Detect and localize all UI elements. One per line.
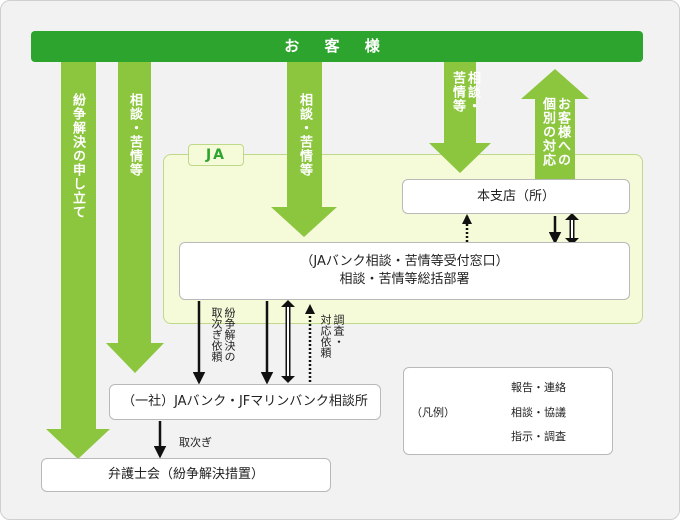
consult-left-text: 相談・苦情等 — [127, 93, 142, 177]
bar-association-label: 弁護士会（紛争解決措置） — [107, 467, 264, 482]
branch-box: 本支店（所） — [402, 179, 630, 214]
consult-right-text: 相談・ 苦情等 — [450, 71, 480, 113]
ja-window-box: （JAバンク相談・苦情等受付窓口） 相談・苦情等総括部署 — [179, 242, 630, 300]
dispute-filing-text: 紛争解決の申し立て — [70, 93, 85, 219]
ja-window-line2: 相談・苦情等総括部署 — [339, 272, 470, 287]
ja-label: JA — [188, 144, 244, 166]
individual-response-arrow — [521, 69, 589, 179]
bar-association-box: 弁護士会（紛争解決措置） — [41, 458, 331, 492]
consult-arrow-association — [281, 300, 295, 383]
consult-center-text: 相談・苦情等 — [297, 93, 312, 177]
ja-window-line1: （JAバンク相談・苦情等受付窓口） — [300, 254, 509, 269]
association-box: （一社）JAバンク・JFマリンバンク相談所 — [109, 384, 381, 420]
forwarding-label: 取次ぎ — [179, 436, 212, 449]
individual-response-text: お客様への 個別の対応 — [540, 97, 570, 167]
branch-label: 本支店（所） — [476, 188, 555, 204]
legend-title: （凡例） — [411, 406, 455, 419]
investigation-request-label: 調査・ 対応依頼 — [319, 314, 345, 358]
customer-bar: お 客 様 — [31, 31, 643, 62]
dispute-request-label: 紛争解決の 取次ぎ依頼 — [210, 307, 236, 362]
legend-report-label: 報告・連絡 — [511, 381, 566, 394]
consult-arrow-left — [106, 62, 164, 373]
consult-arrow-center — [271, 62, 337, 237]
consult-arrow-branch — [565, 213, 579, 245]
legend-instruct-label: 指示・調査 — [511, 430, 566, 443]
legend-consult-label: 相談・協議 — [511, 406, 566, 419]
consult-arrow-right — [429, 62, 491, 173]
legend-box — [403, 367, 613, 455]
dispute-filing-arrow — [46, 62, 110, 459]
association-label: （一社）JAバンク・JFマリンバンク相談所 — [122, 394, 368, 409]
